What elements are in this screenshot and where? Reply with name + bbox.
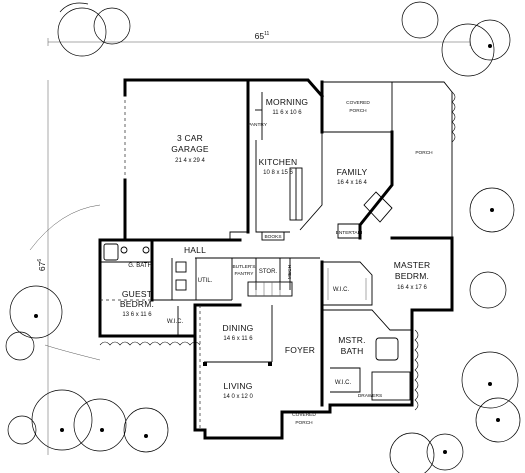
mstr-bath-label-1: MSTR. bbox=[338, 335, 365, 345]
living-label: LIVING bbox=[223, 381, 252, 391]
drawers-label: DRAWERS bbox=[358, 393, 382, 399]
mech-label: MECH bbox=[287, 264, 293, 279]
garage-label-2: GARAGE bbox=[171, 144, 209, 154]
dining-label: DINING bbox=[223, 323, 254, 333]
covered-porch-top-label-2: PORCH bbox=[349, 108, 367, 114]
overall-width-value: 65 bbox=[255, 31, 265, 41]
guest-bedrm-label-1: GUEST bbox=[122, 289, 152, 299]
dining-dim: 14 6 x 11 6 bbox=[223, 336, 253, 342]
stor-label: STOR. bbox=[259, 269, 278, 275]
util-label: UTIL. bbox=[198, 278, 213, 284]
svg-text:676: 676 bbox=[37, 259, 47, 271]
room-labels: 3 CAR GARAGE 21 4 x 29 4 MORNING 11 6 x … bbox=[120, 97, 433, 426]
bath-wic-label: W.I.C. bbox=[335, 380, 352, 386]
morning-dim: 11 6 x 10 6 bbox=[272, 110, 302, 116]
garage-dim: 21 4 x 29 4 bbox=[175, 158, 205, 164]
garage-label-1: 3 CAR bbox=[177, 133, 203, 143]
master-bedrm-label-1: MASTER bbox=[394, 260, 431, 270]
guest-bedrm-label-2: BEDRM. bbox=[120, 299, 154, 309]
mstr-bath-label-2: BATH bbox=[341, 346, 364, 356]
overall-depth-dimension: 676 bbox=[37, 80, 49, 455]
porch-label: PORCH bbox=[415, 150, 433, 156]
overall-width-sup: 11 bbox=[264, 31, 269, 37]
family-dim: 16 4 x 16 4 bbox=[337, 180, 367, 186]
overall-depth-value: 67 bbox=[37, 261, 47, 271]
hall-label: HALL bbox=[184, 245, 206, 255]
stairs bbox=[247, 281, 293, 297]
landscaping bbox=[5, 1, 521, 473]
guest-wic-label: W.I.C. bbox=[167, 319, 184, 325]
covered-porch-front-label-1: COVERED bbox=[292, 412, 316, 418]
butlers-pantry-label-2: PANTRY bbox=[234, 271, 254, 277]
master-bedrm-dim: 16 4 x 17 6 bbox=[397, 285, 427, 291]
guest-bath-label: G. BATH bbox=[128, 263, 152, 269]
covered-porch-front-label-2: PORCH bbox=[295, 420, 313, 426]
master-bedrm-label-2: BEDRM. bbox=[395, 271, 429, 281]
books-label: BOOKS bbox=[264, 234, 281, 240]
kitchen-dim: 10 8 x 15 6 bbox=[263, 170, 293, 176]
master-wic-label: W.I.C. bbox=[333, 287, 350, 293]
family-label: FAMILY bbox=[337, 167, 368, 177]
guest-bedrm-dim: 13 6 x 11 6 bbox=[122, 312, 152, 318]
pantry-label: PANTRY bbox=[248, 122, 268, 128]
svg-text:6511: 6511 bbox=[255, 31, 270, 41]
kitchen-label: KITCHEN bbox=[259, 157, 298, 167]
living-dim: 14 0 x 12 0 bbox=[223, 394, 253, 400]
interior-walls bbox=[100, 92, 412, 430]
exterior-walls bbox=[98, 78, 454, 440]
butlers-pantry-label-1: BUTLER'S bbox=[232, 264, 255, 270]
entertain-label: ENTERTAIN bbox=[336, 230, 363, 236]
overall-depth-sup: 6 bbox=[37, 259, 43, 262]
foyer-label: FOYER bbox=[285, 345, 315, 355]
morning-label: MORNING bbox=[266, 97, 308, 107]
covered-porch-top-label-1: COVERED bbox=[346, 100, 370, 106]
